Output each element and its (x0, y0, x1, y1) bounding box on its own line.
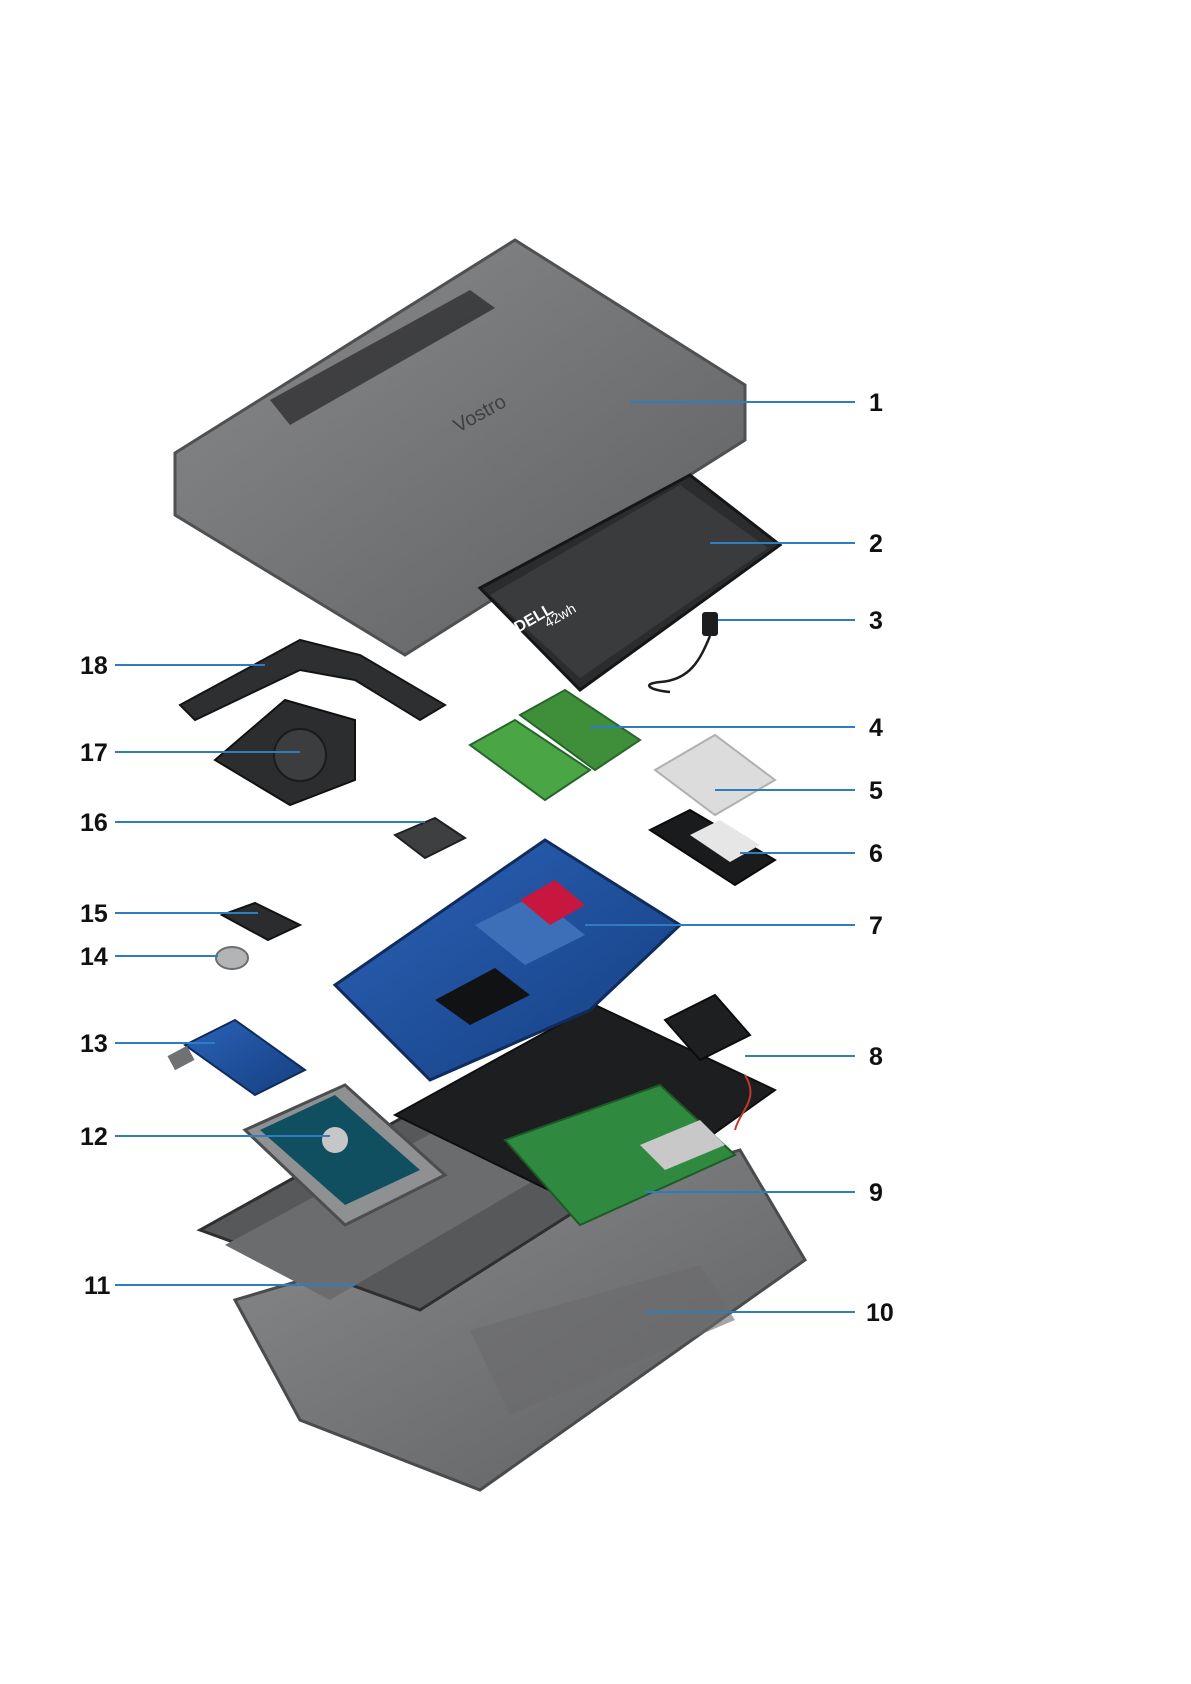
callout-2: 2 (869, 530, 883, 558)
callout-18: 18 (80, 652, 108, 680)
callout-10: 10 (866, 1299, 894, 1327)
callout-11: 11 (84, 1272, 111, 1300)
ssd-shield (653, 733, 777, 817)
memory-modules (468, 688, 642, 802)
callout-4: 4 (869, 714, 883, 742)
callout-9: 9 (869, 1179, 883, 1207)
base-cover: Vostro (173, 238, 747, 657)
callout-lines (115, 401, 855, 1313)
callout-8: 8 (869, 1043, 883, 1071)
dc-in-port (647, 612, 718, 694)
callout-15: 15 (80, 900, 108, 928)
coin-cell-battery (215, 946, 249, 970)
callout-6: 6 (869, 840, 883, 868)
callout-14: 14 (80, 943, 108, 971)
hard-drive (242, 1083, 448, 1227)
callout-17: 17 (80, 739, 108, 767)
callout-13: 13 (80, 1030, 108, 1058)
callout-numbers: 1 2 3 4 5 6 7 8 9 10 11 12 13 14 15 16 1… (80, 389, 894, 1327)
callout-1: 1 (869, 389, 883, 417)
power-button-bracket (219, 901, 303, 942)
callout-3: 3 (869, 607, 883, 635)
wlan-card (393, 816, 467, 860)
callout-7: 7 (869, 912, 883, 940)
keyboard-assembly (392, 1003, 777, 1227)
callout-16: 16 (80, 809, 108, 837)
system-board (332, 838, 683, 1082)
io-board (167, 1018, 307, 1097)
ssd (647, 808, 777, 887)
battery: DELL 42wh (477, 473, 783, 692)
heat-sink (178, 638, 447, 722)
speakers (663, 993, 752, 1131)
callout-12: 12 (80, 1123, 108, 1151)
callout-5: 5 (869, 777, 883, 805)
